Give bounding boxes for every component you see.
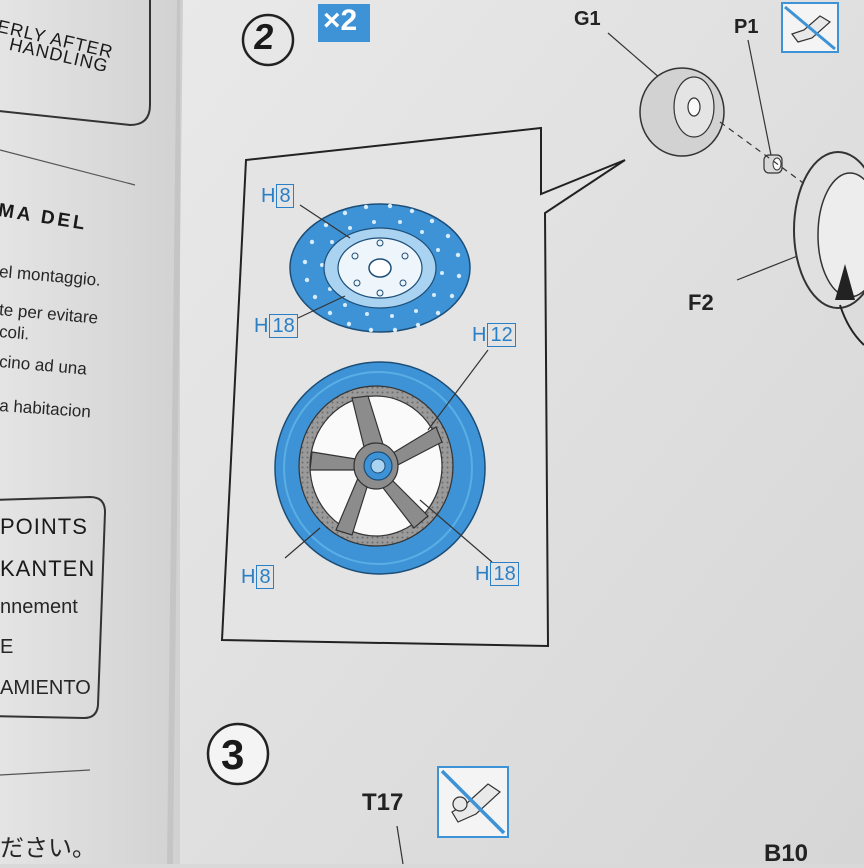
brake-rotor-drawing	[289, 203, 471, 333]
left-top-box	[0, 0, 151, 127]
no-glue-icon	[437, 766, 509, 838]
leader-lines	[284, 32, 801, 864]
no-glue-icon	[781, 2, 839, 53]
left-rule-2	[0, 769, 91, 776]
ref-letter: H	[475, 563, 490, 585]
ref-letter: H	[241, 566, 256, 588]
ref-number: 18	[490, 562, 519, 586]
ref-number: 12	[487, 323, 516, 347]
ref-letter: H	[472, 324, 487, 346]
ref-letter: H	[254, 315, 269, 337]
part-f2-drawing	[793, 151, 864, 346]
warning-line-4: E	[0, 636, 14, 658]
part-label-g1: G1	[574, 8, 601, 30]
page-fold	[167, 0, 183, 864]
part-label-t17: T17	[362, 789, 404, 816]
ref-number: 18	[269, 314, 298, 338]
left-page	[0, 0, 180, 864]
ref-letter: H	[261, 185, 276, 207]
part-label-f2: F2	[688, 290, 714, 315]
italian-line-3: coli.	[0, 322, 31, 344]
step-3-circle	[206, 722, 270, 786]
step-2-circle	[241, 13, 295, 67]
warning-line-2: KANTEN	[0, 556, 96, 581]
part-g1-drawing	[639, 67, 725, 157]
step-3-number: 3	[221, 731, 245, 778]
multiplier-badge	[318, 4, 370, 42]
warning-line-5: AMIENTO	[0, 677, 91, 699]
ref-number: 8	[256, 565, 274, 589]
multiplier-label: ×2	[323, 4, 358, 37]
warning-line-3: nnement	[0, 596, 78, 618]
part-p1-drawing	[763, 154, 783, 174]
ref-number: 8	[276, 184, 294, 208]
left-warning-box	[0, 495, 107, 720]
warning-line-1: POINTS	[0, 514, 88, 539]
japanese-fragment: ださい。	[0, 834, 96, 862]
wheel-drawing	[274, 361, 486, 575]
left-rule-1	[0, 149, 136, 186]
part-label-p1: P1	[734, 16, 759, 38]
part-label-b10: B10	[764, 840, 809, 867]
